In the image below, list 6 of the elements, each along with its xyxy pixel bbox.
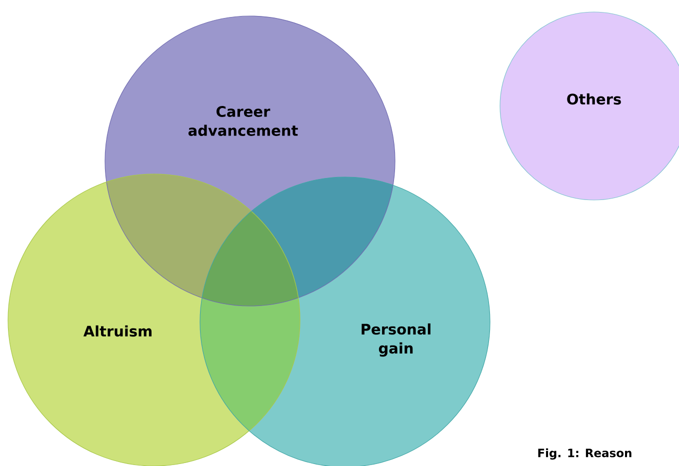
circle-label: Altruism [83,325,152,337]
circle-label: Others [567,93,621,105]
venn-circle [104,16,396,306]
circle-label: Career advancement [188,106,298,136]
circle-label: Personal gain [362,323,430,357]
caption: Fig. 1: Reason [538,448,632,460]
